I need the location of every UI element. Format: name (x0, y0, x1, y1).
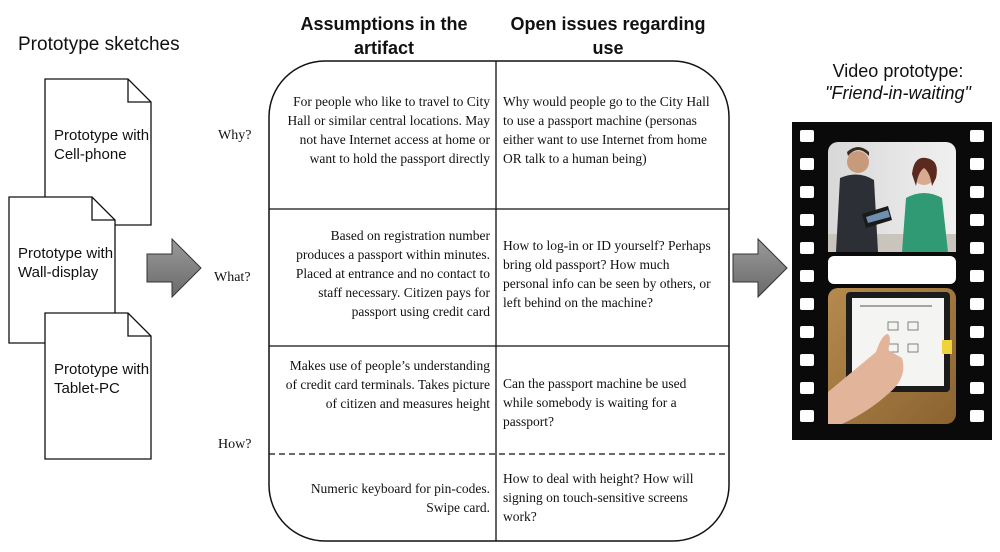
sketch-label: Prototype with Cell-phone (54, 127, 150, 163)
video-frame-people (828, 142, 956, 252)
right-arrow-icon (732, 238, 788, 298)
cell-how2-assumption: Numeric keyboard for pin-codes. Swipe ca… (310, 481, 490, 515)
sketch-doc-tablet: Prototype with Tablet-PC (44, 312, 152, 460)
sketch-doc-cellphone: Prototype with Cell-phone (44, 78, 152, 226)
document-icon (44, 312, 152, 460)
video-subtitle: "Friend-in-waiting" (825, 83, 971, 103)
film-sprocket-holes-right (970, 130, 984, 422)
cell-how-issue: Can the passport machine be used while s… (503, 376, 687, 429)
column-header-assumptions: Assumptions in the artifact (300, 14, 468, 58)
right-arrow-icon (146, 238, 202, 298)
film-sprocket-holes-left (800, 130, 814, 422)
sketch-label: Prototype with Tablet-PC (54, 361, 150, 397)
assumptions-grid (268, 60, 730, 542)
video-title-line: Video prototype: (832, 61, 964, 81)
sketch-label: Prototype with Wall-display (18, 245, 114, 281)
question-how: How? (218, 437, 252, 452)
cell-why-assumption: For people who like to travel to City Ha… (287, 94, 490, 166)
video-frame-blank (828, 256, 956, 284)
cell-what-assumption: Based on registration number produces a … (295, 228, 490, 319)
cell-what-issue: How to log-in or ID yourself? Perhaps br… (503, 238, 711, 310)
question-why: Why? (218, 128, 252, 143)
document-icon (8, 196, 116, 344)
video-prototype-title: Video prototype: "Friend-in-waiting" (798, 60, 998, 104)
cell-how2-issue: How to deal with height? How will signin… (503, 471, 694, 524)
video-frame-tablet (828, 288, 956, 424)
column-header-open-issues: Open issues regarding use (510, 14, 706, 58)
cell-how-assumption: Makes use of people’s understanding of c… (285, 358, 490, 411)
question-what: What? (214, 270, 251, 285)
sketch-doc-wall-display: Prototype with Wall-display (8, 196, 116, 344)
sketches-title: Prototype sketches (18, 34, 180, 55)
cell-why-issue: Why would people go to the City Hall to … (503, 94, 710, 166)
video-filmstrip (792, 122, 992, 440)
